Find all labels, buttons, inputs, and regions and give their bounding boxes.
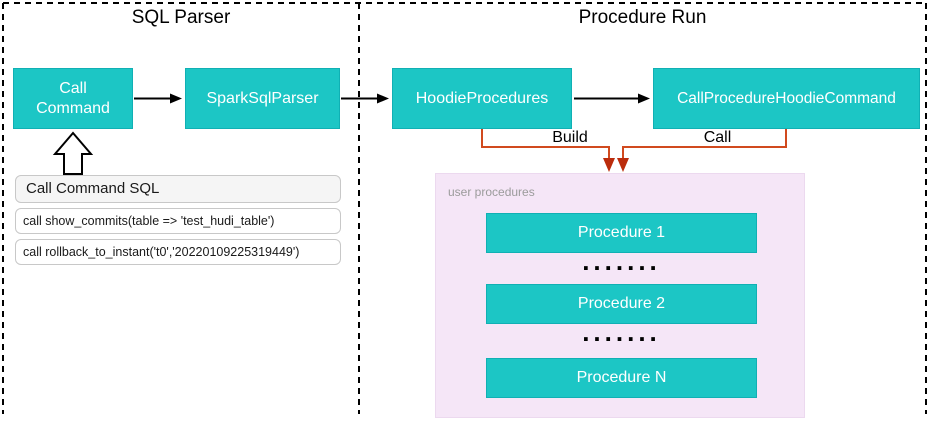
call-arrowhead-icon (617, 158, 629, 172)
sql-example-row: call rollback_to_instant('t0','202201092… (15, 239, 341, 265)
node-spark-sql-parser: SparkSqlParser (185, 68, 340, 129)
build-arrowhead-icon (603, 158, 615, 172)
call-edge-label: Call (703, 129, 732, 146)
procedure-n-box: Procedure N (486, 358, 757, 398)
sql-parser-section-title: SQL Parser (131, 7, 231, 28)
sql-example-row: call show_commits(table => 'test_hudi_ta… (15, 208, 341, 234)
user-procedures-label: user procedures (448, 185, 535, 199)
call-command-sql-panel: Call Command SQL call show_commits(table… (15, 175, 341, 265)
block-up-arrow-icon (52, 131, 94, 175)
procedure-run-section-title: Procedure Run (578, 7, 707, 28)
sql-panel-header: Call Command SQL (15, 175, 341, 203)
procedure-2-box: Procedure 2 (486, 284, 757, 324)
procedure-1-box: Procedure 1 (486, 213, 757, 253)
user-procedures-panel: user procedures Procedure 1 ....... Proc… (435, 173, 805, 418)
node-call-procedure-hoodie-command: CallProcedureHoodieCommand (653, 68, 920, 129)
node-hoodie-procedures: HoodieProcedures (392, 68, 572, 129)
ellipsis-dots: ....... (582, 246, 661, 276)
ellipsis-dots: ....... (582, 317, 661, 347)
build-edge-label: Build (552, 129, 588, 146)
node-call-command: Call Command (13, 68, 133, 129)
